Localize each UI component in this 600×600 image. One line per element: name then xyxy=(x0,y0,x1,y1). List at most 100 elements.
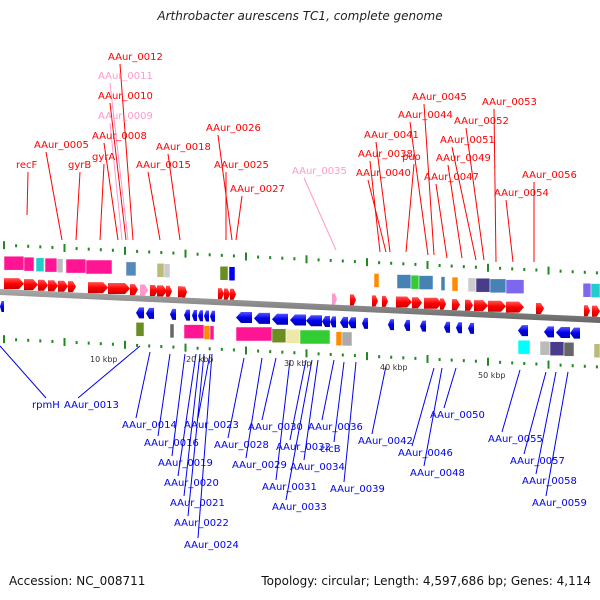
tick-mark xyxy=(366,258,368,267)
leader-line xyxy=(409,121,429,256)
domain-box xyxy=(505,279,525,294)
tick-mark xyxy=(245,252,247,261)
forward-gene-arrow xyxy=(396,296,412,308)
tick-mark xyxy=(184,343,187,352)
tick-mark xyxy=(172,345,175,349)
gene-label-aaur_0052: AAur_0052 xyxy=(454,116,509,127)
reverse-gene-arrow xyxy=(0,301,4,312)
leader-line xyxy=(303,359,319,461)
domain-box xyxy=(209,325,215,341)
gene-label-aaur_0032: AAur_0032 xyxy=(276,442,331,453)
tick-mark xyxy=(124,340,126,349)
tick-mark xyxy=(474,265,477,269)
tick-mark xyxy=(63,338,66,347)
gene-label-aaur_0013: AAur_0013 xyxy=(64,400,119,411)
tick-mark xyxy=(474,359,477,363)
forward-gene-arrow xyxy=(224,288,230,300)
gene-label-aaur_0027: AAur_0027 xyxy=(230,184,285,195)
reverse-gene-arrow xyxy=(272,313,288,325)
forward-gene-arrow xyxy=(140,284,148,296)
forward-gene-arrow xyxy=(68,281,76,293)
gene-label-aaur_0028: AAur_0028 xyxy=(214,440,269,451)
genome-summary-text: Topology: circular; Length: 4,597,686 bp… xyxy=(261,574,591,588)
leader-lines xyxy=(0,63,569,539)
domain-box xyxy=(582,282,592,298)
tick-mark xyxy=(499,360,502,364)
reverse-gene-arrow xyxy=(170,308,176,320)
tick-mark xyxy=(27,338,30,342)
gene-label-aaur_0005: AAur_0005 xyxy=(34,140,89,151)
tick-mark xyxy=(257,349,260,353)
reverse-gene-arrow xyxy=(210,310,215,322)
gene-label-aaur_0016: AAur_0016 xyxy=(144,438,199,449)
leader-line xyxy=(505,199,514,263)
domain-box xyxy=(219,266,229,281)
gene-label-aaur_0059: AAur_0059 xyxy=(532,498,587,509)
tick-mark xyxy=(39,339,42,343)
forward-gene-arrow xyxy=(382,295,388,307)
gene-label-aaur_0051: AAur_0051 xyxy=(440,135,495,146)
forward-gene-arrow xyxy=(372,295,378,307)
tick-mark xyxy=(281,256,284,260)
leader-line xyxy=(303,177,337,251)
tick-mark xyxy=(111,248,114,252)
domain-box xyxy=(23,256,35,272)
forward-gene-arrow xyxy=(166,285,172,297)
domain-box xyxy=(163,263,171,278)
domain-box xyxy=(271,328,287,343)
leader-line xyxy=(367,179,387,253)
tick-mark xyxy=(547,266,550,275)
gene-label-aaur_0058: AAur_0058 xyxy=(522,476,577,487)
tick-mark xyxy=(390,355,393,359)
tick-mark xyxy=(595,271,598,275)
leader-line xyxy=(227,357,245,439)
domain-box xyxy=(125,261,137,277)
leader-line xyxy=(109,102,127,241)
gene-label-rpmh: rpmH xyxy=(32,400,60,411)
leader-line xyxy=(187,353,205,517)
gene-label-aaur_0042: AAur_0042 xyxy=(358,436,413,447)
tick-mark xyxy=(595,365,598,369)
domain-box xyxy=(169,323,175,339)
scale-label: 50 kbp xyxy=(478,371,506,380)
gene-label-aaur_0057: AAur_0057 xyxy=(510,456,565,467)
scale-label: 40 kbp xyxy=(380,363,408,372)
domain-box xyxy=(228,266,236,281)
gene-label-aaur_0055: AAur_0055 xyxy=(488,434,543,445)
gene-features xyxy=(0,278,600,339)
domain-box xyxy=(135,322,145,337)
leader-line xyxy=(235,195,243,241)
leader-line xyxy=(109,82,129,241)
tick-mark xyxy=(3,241,5,250)
tick-mark xyxy=(208,347,211,351)
reverse-gene-arrow xyxy=(468,322,474,334)
gene-label-aaur_0014: AAur_0014 xyxy=(122,420,177,431)
gene-label-aaur_0010: AAur_0010 xyxy=(98,91,153,102)
leader-line xyxy=(289,359,307,441)
leader-line xyxy=(183,353,201,497)
domain-box xyxy=(65,258,87,274)
tick-mark xyxy=(305,349,308,358)
forward-gene-arrow xyxy=(157,285,167,297)
forward-gene-arrow xyxy=(440,298,446,310)
tick-mark xyxy=(184,249,187,258)
leader-line xyxy=(171,353,186,457)
domain-box xyxy=(341,331,353,347)
tick-mark xyxy=(99,342,102,346)
gene-label-aaur_0008: AAur_0008 xyxy=(92,131,147,142)
tick-mark xyxy=(317,258,320,262)
scale-label: 20 kbp xyxy=(186,355,214,364)
forward-gene-arrow xyxy=(350,294,356,306)
tick-mark xyxy=(583,270,586,274)
forward-gene-arrow xyxy=(48,280,58,292)
tick-mark xyxy=(172,251,175,255)
tick-mark xyxy=(124,246,126,255)
tick-mark xyxy=(511,361,514,365)
reverse-gene-arrow xyxy=(456,322,462,334)
leader-line xyxy=(375,141,391,253)
leader-line xyxy=(411,367,435,447)
leader-line xyxy=(423,103,435,256)
tick-mark xyxy=(232,254,235,258)
genome-backbone xyxy=(0,289,600,323)
leader-line xyxy=(423,367,443,467)
